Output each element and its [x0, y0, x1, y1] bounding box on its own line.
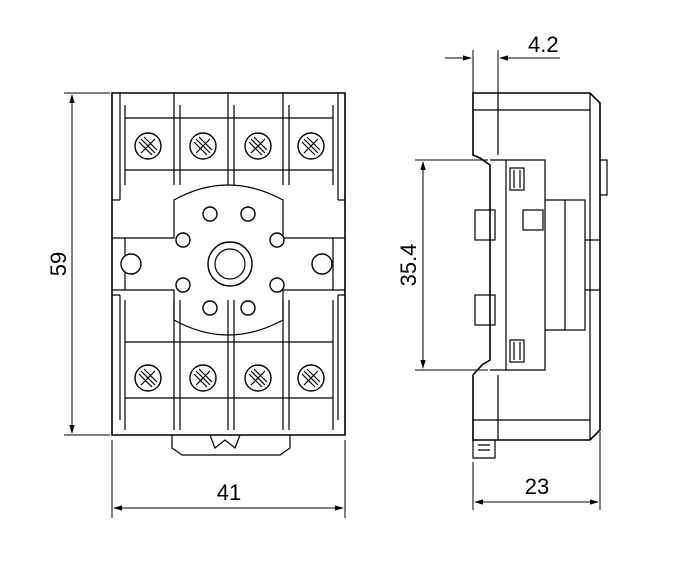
din-clip — [171, 434, 291, 456]
dim-side-depth: 23 — [525, 474, 549, 499]
side-view — [472, 92, 608, 459]
dim-rail-height: 35.4 — [396, 244, 421, 287]
terminal-screw — [189, 364, 217, 392]
front-body-outline — [111, 92, 346, 436]
dim-width-front: 41 — [217, 480, 241, 505]
mounting-hole-left — [120, 253, 142, 275]
terminal-screw — [297, 132, 325, 160]
terminal-screw — [244, 364, 272, 392]
front-view — [111, 92, 346, 456]
side-din-clip — [472, 440, 496, 459]
mounting-hole-right — [311, 253, 333, 275]
terminal-screw — [297, 364, 325, 392]
relay-insert — [490, 159, 546, 371]
terminal-screw — [134, 132, 162, 160]
dim-side-offset: 4.2 — [528, 32, 559, 57]
terminal-screw — [134, 364, 162, 392]
dimensions: 59 41 35.4 4.2 23 — [46, 32, 601, 518]
dim-height-front: 59 — [46, 252, 71, 276]
terminal-screw — [244, 132, 272, 160]
side-body-outline — [472, 92, 601, 441]
pin-holes — [175, 206, 285, 316]
terminal-screw — [189, 132, 217, 160]
